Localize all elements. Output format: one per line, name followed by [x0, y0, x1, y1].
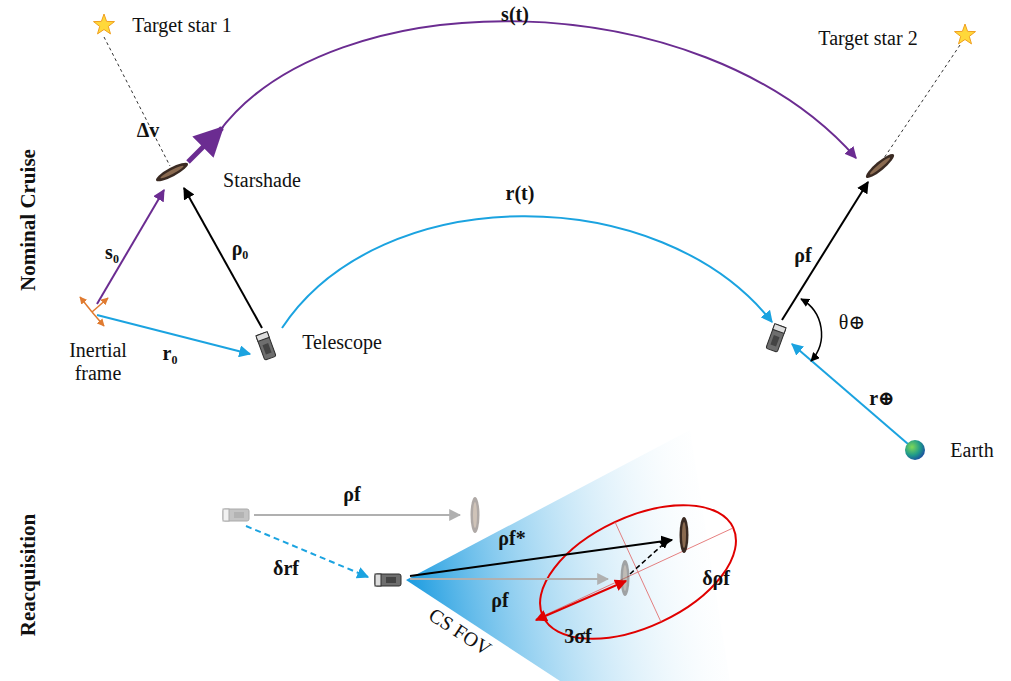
- line-of-sight: [884, 45, 960, 158]
- section-label: Reacquisition: [16, 514, 40, 637]
- rhof-vector: [782, 182, 868, 320]
- starshade-icon: [680, 517, 689, 553]
- ghost-telescope: [223, 509, 249, 521]
- vector-label: s(t): [501, 3, 529, 26]
- angle-arc: [801, 299, 822, 361]
- starshade-icon: [863, 151, 896, 181]
- vector-label: r(t): [506, 182, 535, 205]
- telescope-trajectory: [282, 216, 772, 328]
- earth-icon: [905, 440, 925, 460]
- telescope-icon: [766, 324, 786, 353]
- rhof-star-vector: [410, 540, 672, 576]
- vector-label: Earth: [950, 439, 993, 462]
- three-sigma-arrow: [536, 581, 626, 620]
- s0-vector: [97, 190, 164, 304]
- frame-axis: [92, 312, 104, 326]
- delta-rhof-vector: [630, 540, 668, 574]
- uncertainty-ellipse: [520, 478, 757, 666]
- target-star: [955, 24, 976, 44]
- vector-label: 3σf: [564, 625, 592, 648]
- vector-label: Inertial frame: [58, 339, 138, 385]
- r-earth-vector: [792, 344, 908, 444]
- vector-label: ρf*: [498, 527, 525, 550]
- telescope-icon: [256, 332, 276, 361]
- vector-label: δrf: [273, 557, 299, 580]
- vector-label: ρf: [491, 589, 508, 612]
- section-label: Nominal Cruise: [16, 149, 40, 291]
- ellipse-axis: [615, 522, 661, 622]
- nominal-rhof-vector: [410, 578, 608, 580]
- vector-label: Target star 2: [818, 27, 917, 50]
- starshade-icon: [154, 160, 190, 185]
- vector-label: Starshade: [223, 169, 301, 192]
- vector-label: ρf: [343, 483, 360, 506]
- delta-v-arrow: [188, 128, 222, 162]
- frame-axis: [80, 297, 92, 312]
- vector-label: s₀: [105, 241, 119, 264]
- vector-label: ρf: [794, 244, 811, 267]
- ghost-starshade: [471, 497, 480, 533]
- vector-label: θ⊕: [839, 311, 865, 334]
- telescope-icon: [375, 574, 401, 586]
- target-star: [94, 14, 115, 34]
- delta-rf-vector: [246, 526, 368, 577]
- vector-label: Target star 1: [132, 14, 231, 37]
- vector-label: r₀: [163, 342, 178, 365]
- vector-label: r⊕: [869, 387, 895, 410]
- rho0-vector: [184, 188, 262, 328]
- vector-label: ρ₀: [232, 237, 249, 260]
- ghost-rhof-vector: [254, 514, 460, 516]
- camera-fov: [406, 430, 730, 681]
- ghost-starshade: [621, 560, 630, 596]
- starshade-trajectory: [218, 21, 856, 158]
- vector-label: Telescope: [302, 331, 382, 354]
- vector-label: Δv: [137, 119, 160, 142]
- vector-label: δρf: [702, 567, 730, 590]
- line-of-sight: [104, 37, 170, 166]
- section-label: CS FOV: [425, 603, 496, 660]
